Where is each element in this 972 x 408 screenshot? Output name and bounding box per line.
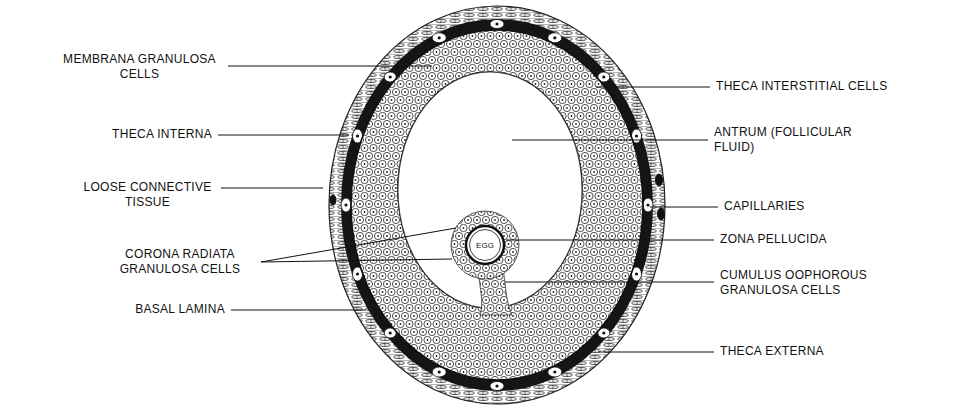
part-label: CUMULUS OOPHOROUS GRANULOSA CELLS xyxy=(720,268,885,298)
part-label: MEMBRANA GRANULOSA CELLS xyxy=(57,52,222,82)
part-label: BASAL LAMINA xyxy=(135,302,225,317)
part-label: THECA INTERNA xyxy=(112,127,212,142)
part-label: ANTRUM (FOLLICULAR FLUID) xyxy=(714,125,879,155)
granulosa-drawing xyxy=(351,30,643,380)
part-label: CAPILLARIES xyxy=(724,199,805,214)
theca-interna-drawing xyxy=(341,19,653,391)
leader-lines xyxy=(218,66,718,352)
part-label: LOOSE CONNECTIVE TISSUE xyxy=(80,180,215,210)
part-label: CORONA RADIATA GRANULOSA CELLS xyxy=(105,247,255,277)
part-label: ZONA PELLUCIDA xyxy=(720,232,827,247)
cumulus-drawing xyxy=(451,211,519,315)
part-label: THECA EXTERNA xyxy=(720,344,824,359)
part-label: THECA INTERSTITIAL CELLS xyxy=(716,79,887,94)
cell-label: EGG xyxy=(476,241,494,250)
